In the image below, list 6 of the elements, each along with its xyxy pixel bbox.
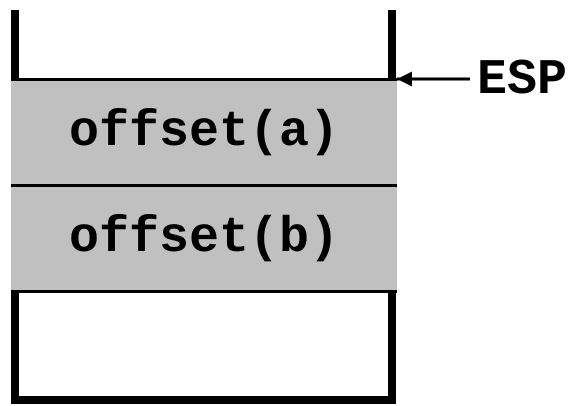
slot-label: offset(b): [68, 214, 340, 264]
slot-label: offset(a): [68, 108, 340, 158]
arrow: [397, 72, 470, 86]
register-label: ESP: [476, 56, 567, 106]
stack-slot: [11, 184, 397, 293]
stack-slot: [11, 78, 397, 187]
